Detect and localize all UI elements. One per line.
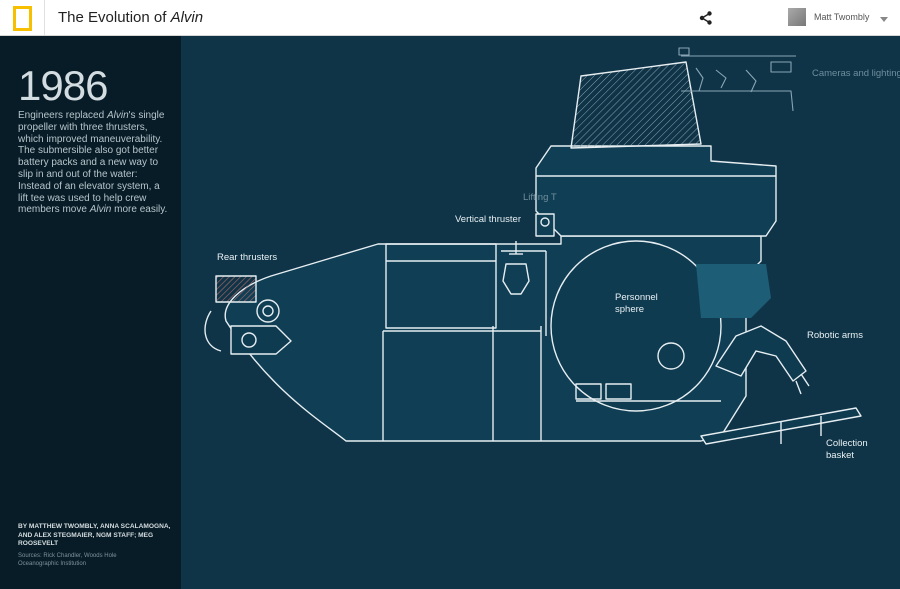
lifting-tee-shape	[535, 213, 555, 237]
page-title: The Evolution of Alvin	[58, 9, 204, 26]
personnel-sphere	[550, 240, 722, 412]
top-fairing	[570, 61, 702, 149]
top-bar: The Evolution of Alvin Matt Twombly	[0, 0, 900, 36]
rear-thruster-box	[215, 275, 257, 303]
vertical-thruster-shape	[502, 263, 530, 295]
sources-text: Sources: Rick Chandler, Woods Hole Ocean…	[18, 553, 117, 567]
byline: By Matthew Twombly, Anna Scalamogna, and…	[18, 523, 171, 548]
sidebar: 1986 Engineers replaced Alvin's single p…	[0, 36, 181, 589]
label-lifting: Lifting T	[523, 192, 557, 203]
nat-geo-logo-icon	[13, 6, 32, 31]
float-box	[696, 264, 771, 318]
robotic-arm	[715, 325, 807, 382]
submersible-diagram	[204, 47, 862, 445]
avatar[interactable]	[788, 8, 806, 26]
share-icon[interactable]	[698, 10, 714, 26]
label-personnel-sphere: Personnel sphere	[615, 292, 658, 315]
year-heading: 1986	[18, 62, 108, 109]
label-cameras: Cameras and lighting	[812, 68, 900, 79]
diagram-stage: Cameras and lighting Lifting T Vertical …	[181, 36, 900, 589]
label-vertical-thruster: Vertical thruster	[455, 214, 521, 225]
sail-shape	[535, 145, 777, 237]
logo-button[interactable]	[0, 0, 45, 35]
label-rear-thrusters: Rear thrusters	[217, 252, 278, 263]
label-collection-basket: Collection basket	[826, 438, 868, 461]
user-name[interactable]: Matt Twombly	[814, 12, 870, 22]
battery-section	[385, 243, 497, 329]
chevron-down-icon[interactable]	[880, 17, 888, 22]
viewport	[657, 342, 685, 370]
description-text: Engineers replaced Alvin's single propel…	[18, 110, 168, 216]
label-robotic-arms: Robotic arms	[807, 330, 863, 341]
